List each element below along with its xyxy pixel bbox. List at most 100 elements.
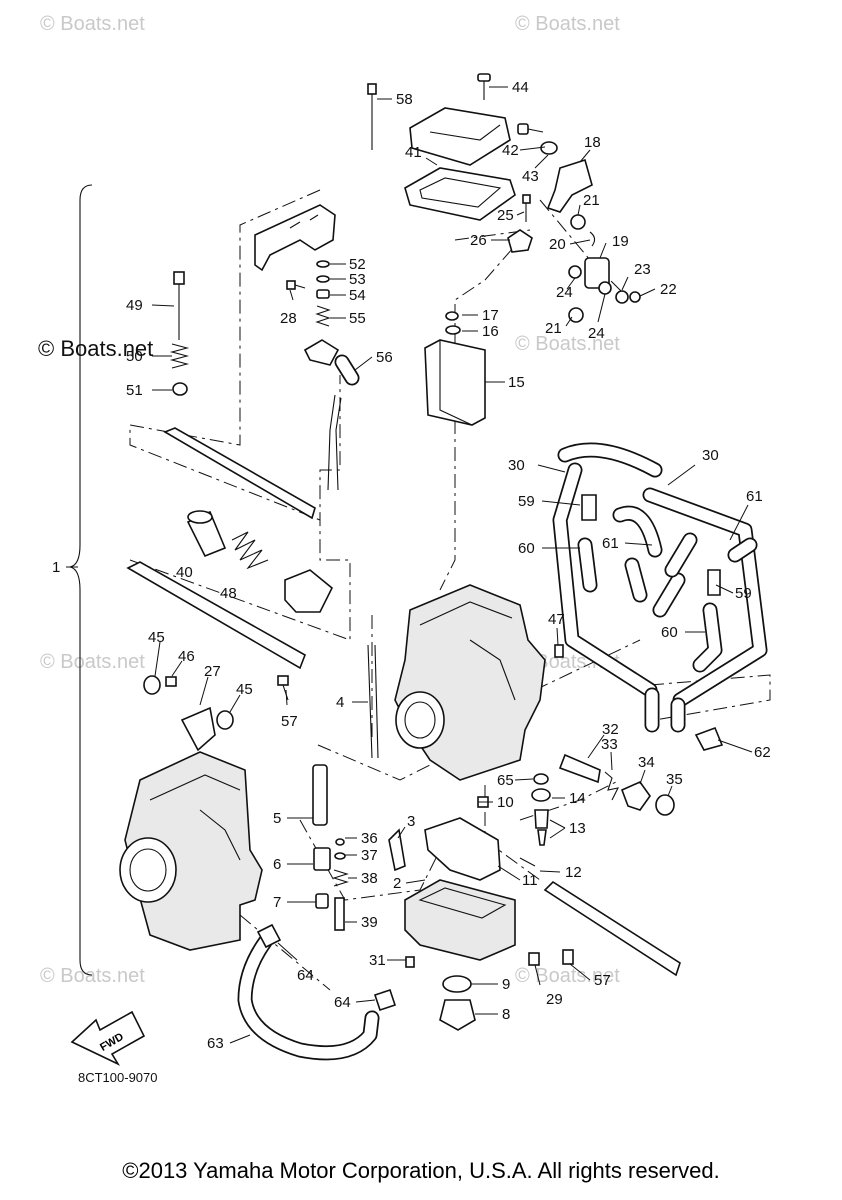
callout-57b: 57 (594, 972, 611, 989)
callout-50: 50 (126, 348, 143, 365)
parts-13-14-65 (531, 773, 551, 846)
air-cover-41 (404, 107, 516, 221)
callout-53: 53 (349, 271, 366, 288)
callout-57a: 57 (281, 713, 298, 730)
throttle-bracket (254, 204, 336, 272)
carburetor-center (394, 584, 564, 781)
callout-40: 40 (176, 564, 193, 581)
callout-37: 37 (361, 847, 378, 864)
callout-64b: 64 (334, 994, 351, 1011)
watermark-top-left: © Boats.net (40, 13, 145, 35)
watermark-dark-left: © Boats.net (38, 336, 153, 361)
callout-20: 20 (549, 236, 566, 253)
callout-47: 47 (548, 611, 565, 628)
callout-58: 58 (396, 91, 413, 108)
callout-63: 63 (207, 1035, 224, 1052)
needle-49-spring-50 (169, 271, 190, 396)
callout-61b: 61 (602, 535, 619, 552)
callout-5: 5 (273, 810, 281, 827)
callout-32: 32 (602, 721, 619, 738)
callout-26: 26 (470, 232, 487, 249)
callout-30a: 30 (508, 457, 525, 474)
clamps-64 (256, 923, 397, 1012)
assembly-bracket (69, 184, 93, 976)
callout-42: 42 (502, 142, 519, 159)
callout-10: 10 (497, 794, 514, 811)
callout-59a: 59 (518, 493, 535, 510)
watermark-top-right: © Boats.net (515, 13, 620, 35)
callout-24b: 24 (588, 325, 605, 342)
small-parts-top-right (507, 214, 641, 323)
shaft-rod (163, 427, 316, 520)
watermark-bottom-left: © Boats.net (40, 965, 145, 987)
bottom-parts-8-9-29-31 (405, 949, 574, 1031)
callout-18: 18 (584, 134, 601, 151)
collar-40 (186, 510, 227, 558)
callout-41: 41 (405, 144, 422, 161)
leader-lines (151, 86, 753, 1044)
callout-8: 8 (502, 1006, 510, 1023)
callout-43: 43 (522, 168, 539, 185)
callout-54: 54 (349, 287, 366, 304)
callout-60b: 60 (661, 624, 678, 641)
callout-62: 62 (754, 744, 771, 761)
float-11 (424, 817, 501, 881)
fwd-arrow-icon: FWD (70, 1010, 146, 1066)
callout-48: 48 (220, 585, 237, 602)
callout-21b: 21 (545, 320, 562, 337)
callout-6: 6 (273, 856, 281, 873)
needle-4 (367, 644, 379, 759)
callout-25: 25 (497, 207, 514, 224)
callout-30b: 30 (702, 447, 719, 464)
callout-9: 9 (502, 976, 510, 993)
callout-65: 65 (497, 772, 514, 789)
callout-33: 33 (601, 736, 618, 753)
carburetor-left (119, 706, 263, 951)
needle-58 (367, 83, 377, 150)
screw-46 (165, 676, 177, 687)
callout-21a: 21 (583, 192, 600, 209)
callout-28: 28 (280, 310, 297, 327)
bracket-bar-right (543, 880, 681, 977)
lever-18 (546, 158, 593, 213)
callout-11: 11 (522, 872, 538, 889)
diagram-code: 8CT100-9070 (78, 1070, 158, 1085)
washer-45-right (216, 710, 234, 730)
callout-51: 51 (126, 382, 143, 399)
parts-32-35 (558, 753, 675, 816)
hose-set-right (552, 442, 768, 751)
jets-column (312, 764, 406, 931)
callout-39: 39 (361, 914, 378, 931)
bolt-25 (522, 194, 531, 222)
callout-13: 13 (569, 820, 586, 837)
callout-64a: 64 (297, 967, 314, 984)
callout-38: 38 (361, 870, 378, 887)
spring-48 (231, 531, 269, 570)
callout-45a: 45 (148, 629, 165, 646)
callout-17: 17 (482, 307, 499, 324)
watermark-mid-left: © Boats.net (40, 651, 145, 673)
screw-57-left (277, 675, 289, 701)
piston-15 (424, 311, 486, 426)
throttle-pulley (284, 569, 334, 613)
bolt-42 (517, 123, 544, 135)
callout-24a: 24 (556, 284, 573, 301)
cable-56 (303, 339, 360, 491)
callout-27: 27 (204, 663, 221, 680)
screw-28 (286, 280, 306, 290)
callout-36: 36 (361, 830, 378, 847)
watermark-mid-right: © Boats.net (515, 333, 620, 355)
callout-4: 4 (336, 694, 344, 711)
callout-56: 56 (376, 349, 393, 366)
callout-22: 22 (660, 281, 677, 298)
callout-12: 12 (565, 864, 582, 881)
callout-49: 49 (126, 297, 143, 314)
callout-46: 46 (178, 648, 195, 665)
callout-23: 23 (634, 261, 651, 278)
screw-44 (477, 73, 491, 100)
callout-60a: 60 (518, 540, 535, 557)
callout-61a: 61 (746, 488, 763, 505)
callout-35: 35 (666, 771, 683, 788)
callout-44: 44 (512, 79, 529, 96)
callout-31: 31 (369, 952, 386, 969)
